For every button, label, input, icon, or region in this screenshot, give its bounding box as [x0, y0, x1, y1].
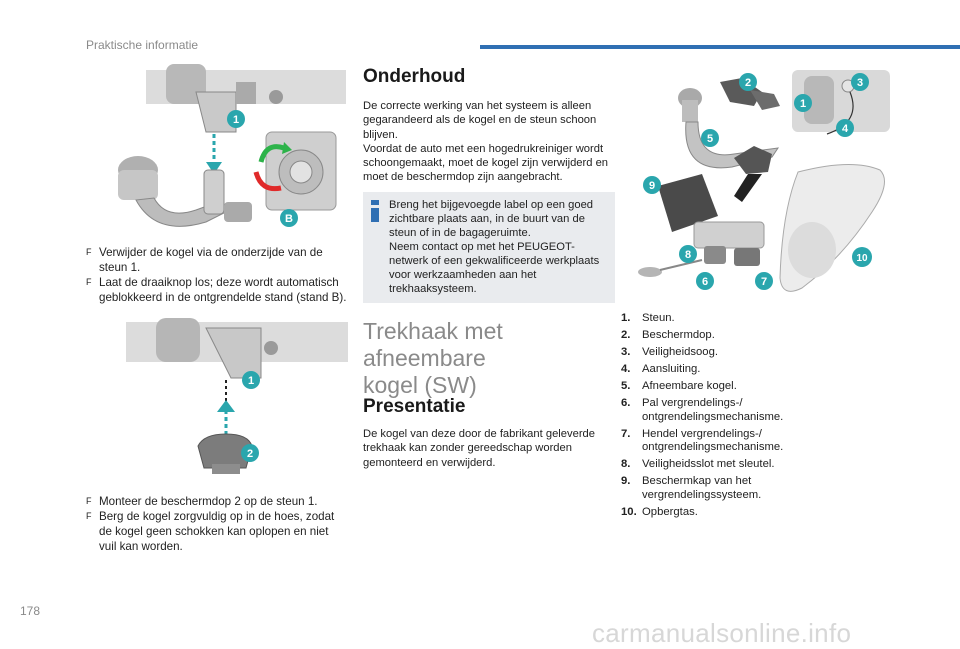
chapter-title-line: Trekhaak met afneembare [363, 318, 503, 371]
callout-4: 4 [836, 119, 854, 137]
svg-text:2: 2 [745, 77, 751, 89]
page-number: 178 [20, 604, 41, 618]
bullet-item: F Berg de kogel zorgvuldig op in de hoes… [86, 509, 348, 554]
header-bar [480, 45, 960, 49]
maintenance-paragraph: De correcte werking van het systeem is a… [363, 100, 597, 141]
presentation-text: De kogel van deze door de fabrikant gele… [363, 428, 595, 469]
callout-6: 6 [696, 272, 714, 290]
maintenance-paragraph: Voordat de auto met een hogedrukreiniger… [363, 142, 609, 184]
callout-8: 8 [679, 245, 697, 263]
notice-box: Breng het bijgevoegde label op een goed … [363, 192, 615, 303]
parts-legend: 1.Steun. 2.Beschermdop. 3.Veiligheidsoog… [621, 312, 821, 523]
maintenance-title: Onderhoud [363, 66, 466, 87]
svg-text:3: 3 [857, 77, 863, 89]
bullet-marker: F [86, 277, 92, 287]
bullet-list-storage: F Monteer de beschermdop 2 op de steun 1… [86, 494, 348, 554]
illustration-ball-removal: 1 B [118, 64, 346, 227]
chapter-title-line: kogel (SW) [363, 372, 477, 398]
notice-paragraph: Neem contact op met het PEUGEOT-netwerk … [389, 241, 600, 295]
legend-item: 5.Afneembare kogel. [621, 380, 737, 392]
callout-1: 1 [794, 94, 812, 112]
notice-paragraph: Breng het bijgevoegde label op een goed … [389, 199, 594, 239]
chapter-title: Trekhaak met afneembare kogel (SW) [363, 318, 623, 399]
bullet-text: Verwijder de kogel via de onderzijde van… [99, 246, 323, 274]
svg-text:10: 10 [856, 253, 868, 264]
legend-item: 4.Aansluiting. [621, 363, 701, 375]
legend-item: 2.Beschermdop. [621, 329, 715, 341]
illustration-protective-cap: 1 2 [126, 318, 348, 474]
callout-9: 9 [643, 176, 661, 194]
info-icon [371, 200, 379, 222]
svg-text:5: 5 [707, 133, 713, 145]
bullet-item: F Monteer de beschermdop 2 op de steun 1… [86, 494, 348, 509]
callout-1: 1 [227, 110, 245, 128]
bullet-marker: F [86, 496, 92, 506]
callout-5: 5 [701, 129, 719, 147]
svg-text:6: 6 [702, 276, 708, 288]
callout-2: 2 [739, 73, 757, 91]
legend-item: 7.Hendel vergrendelings-/ ontgrendelings… [621, 427, 784, 454]
svg-text:9: 9 [649, 180, 655, 192]
watermark: carmanualsonline.info [592, 618, 852, 648]
svg-text:4: 4 [842, 123, 849, 135]
svg-text:1: 1 [800, 98, 806, 110]
bullet-item: F Verwijder de kogel via de onderzijde v… [86, 245, 348, 275]
legend-item: 3.Veiligheidsoog. [621, 346, 719, 358]
section-title: Praktische informatie [86, 38, 199, 52]
bullet-marker: F [86, 247, 92, 257]
presentation-title: Presentatie [363, 396, 466, 417]
callout-7: 7 [755, 272, 773, 290]
bullet-list-removal: F Verwijder de kogel via de onderzijde v… [86, 245, 348, 305]
svg-text:B: B [285, 213, 293, 225]
bullet-text: Berg de kogel zorgvuldig op in de hoes, … [99, 510, 335, 553]
legend-item: 1.Steun. [621, 312, 675, 324]
bullet-marker: F [86, 511, 92, 521]
legend-item: 8.Veiligheidsslot met sleutel. [621, 458, 775, 470]
legend-item: 9.Beschermkap van het vergrendelingssyst… [621, 475, 762, 501]
callout-10: 10 [852, 247, 872, 267]
callout-b: B [280, 209, 298, 227]
illustration-towbar-components: 2 3 1 4 5 9 8 6 7 10 [638, 70, 890, 292]
svg-text:1: 1 [248, 375, 254, 387]
bullet-text: Laat de draaiknop los; deze wordt automa… [99, 276, 347, 304]
callout-1: 1 [242, 371, 260, 389]
svg-text:8: 8 [685, 249, 691, 261]
bullet-item: F Laat de draaiknop los; deze wordt auto… [86, 275, 348, 305]
callout-2: 2 [241, 444, 259, 462]
legend-item: 6.Pal vergrendelings-/ ontgrendelingsmec… [621, 397, 784, 423]
svg-text:2: 2 [247, 448, 253, 460]
callout-3: 3 [851, 73, 869, 91]
bullet-text: Monteer de beschermdop 2 op de steun 1. [99, 495, 318, 508]
svg-text:7: 7 [761, 276, 767, 288]
legend-item: 10.Opbergtas. [621, 505, 698, 518]
svg-text:1: 1 [233, 114, 239, 126]
maintenance-text: De correcte werking van het systeem is a… [363, 99, 618, 185]
